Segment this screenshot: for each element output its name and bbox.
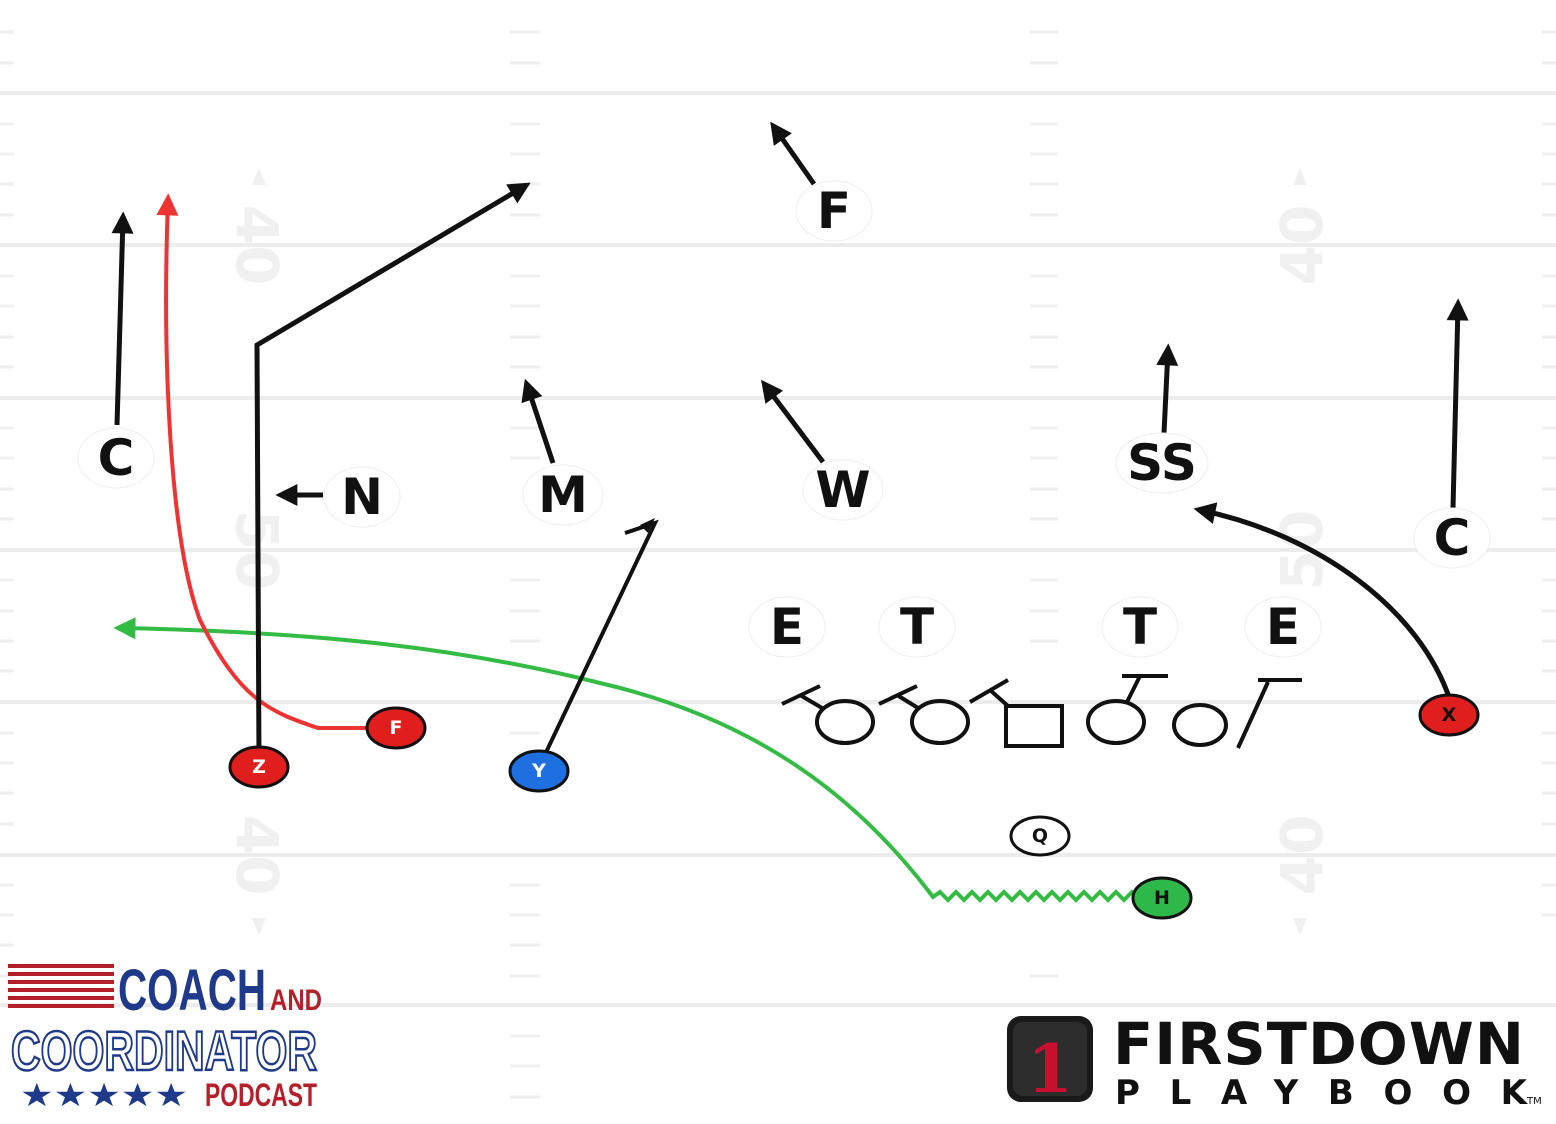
yard-number: 40 bbox=[223, 815, 291, 896]
player-x: X bbox=[1418, 693, 1480, 737]
firstdown-playbook-logo: 1 FIRSTDOWN PLAYBOOK TM bbox=[1007, 1012, 1542, 1112]
offense: Z F Y Q H X bbox=[228, 693, 1480, 920]
defender-left-tackle: T bbox=[878, 596, 956, 658]
yard-number: 40 bbox=[223, 205, 291, 286]
player-y: Y bbox=[508, 749, 570, 793]
lineman-rt bbox=[1172, 703, 1228, 747]
defender-left-corner: C bbox=[77, 427, 155, 489]
svg-text:1: 1 bbox=[1027, 1030, 1073, 1108]
flag-stripes-icon bbox=[8, 964, 114, 1008]
svg-text:C: C bbox=[98, 429, 135, 487]
f-route bbox=[156, 193, 370, 730]
firstdown-badge-icon: 1 bbox=[1007, 1016, 1093, 1108]
svg-text:M: M bbox=[538, 466, 588, 524]
lineman-rg bbox=[1086, 699, 1146, 745]
defender-free-safety: F bbox=[795, 180, 873, 242]
yard-number: 40 bbox=[1268, 815, 1336, 896]
svg-text:F: F bbox=[817, 182, 851, 240]
svg-text:T: T bbox=[1123, 598, 1157, 656]
z-route bbox=[254, 182, 531, 763]
svg-text:T: T bbox=[900, 598, 934, 656]
svg-text:H: H bbox=[1154, 887, 1170, 909]
c-right-read bbox=[1446, 298, 1469, 509]
svg-text:Q: Q bbox=[1032, 825, 1048, 847]
defender-reads bbox=[111, 121, 1469, 509]
player-z: Z bbox=[228, 745, 290, 789]
coach-and-coordinator-logo: COACH AND COORDINATOR ★★★★★ PODCAST bbox=[8, 958, 322, 1114]
svg-text:X: X bbox=[1442, 704, 1457, 726]
yard-arrow-icon bbox=[252, 918, 266, 935]
yard-arrow-icon bbox=[1293, 918, 1307, 935]
logo-stars: ★★★★★ bbox=[20, 1076, 188, 1114]
logo-playbook: PLAYBOOK bbox=[1115, 1073, 1529, 1112]
defender-right-end: E bbox=[1244, 596, 1322, 658]
routes bbox=[113, 182, 1453, 903]
yard-number: 40 bbox=[1268, 205, 1336, 286]
x-route bbox=[1193, 502, 1453, 701]
defense: F C N M W SS C E bbox=[77, 180, 1491, 658]
logo-firstdown: FIRSTDOWN bbox=[1113, 1012, 1525, 1078]
defender-nickel: N bbox=[323, 466, 401, 528]
y-route bbox=[538, 519, 659, 766]
player-h: H bbox=[1131, 876, 1193, 920]
ss-read bbox=[1156, 343, 1179, 434]
svg-text:F: F bbox=[390, 717, 403, 739]
logo-podcast: PODCAST bbox=[205, 1077, 317, 1113]
hash-marks bbox=[0, 30, 1556, 1099]
h-route bbox=[113, 617, 1142, 903]
f-read bbox=[770, 121, 817, 186]
logo-coordinator: COORDINATOR bbox=[11, 1019, 317, 1082]
svg-text:E: E bbox=[1266, 598, 1300, 656]
defender-will: W bbox=[802, 459, 884, 521]
svg-text:Y: Y bbox=[531, 760, 546, 782]
logo-and: AND bbox=[270, 984, 322, 1017]
defender-mike: M bbox=[522, 464, 604, 526]
yard-arrow-icon bbox=[252, 168, 266, 185]
defender-right-tackle: T bbox=[1101, 596, 1179, 658]
svg-text:C: C bbox=[1434, 509, 1471, 567]
defender-left-end: E bbox=[748, 596, 826, 658]
yard-arrow-icon bbox=[1293, 168, 1307, 185]
svg-text:Z: Z bbox=[252, 756, 266, 778]
logo-coach: COACH bbox=[118, 958, 266, 1023]
logo-trademark: TM bbox=[1526, 1096, 1542, 1107]
c-left-read bbox=[111, 211, 134, 426]
yard-number: 50 bbox=[1268, 510, 1336, 591]
lineman-lg bbox=[910, 699, 970, 745]
offensive-line bbox=[781, 674, 1302, 749]
lineman-lt bbox=[815, 699, 875, 745]
svg-text:N: N bbox=[341, 468, 383, 526]
y-route-tip bbox=[640, 518, 655, 533]
w-read bbox=[761, 379, 825, 464]
svg-text:E: E bbox=[770, 598, 804, 656]
defender-strong-safety: SS bbox=[1115, 432, 1209, 494]
player-f: F bbox=[365, 706, 427, 750]
defender-right-corner: C bbox=[1413, 507, 1491, 569]
m-read bbox=[521, 378, 556, 464]
svg-text:W: W bbox=[815, 461, 870, 519]
svg-text:SS: SS bbox=[1127, 434, 1197, 492]
lineman-center bbox=[1004, 704, 1064, 748]
player-q: Q bbox=[1009, 815, 1071, 857]
